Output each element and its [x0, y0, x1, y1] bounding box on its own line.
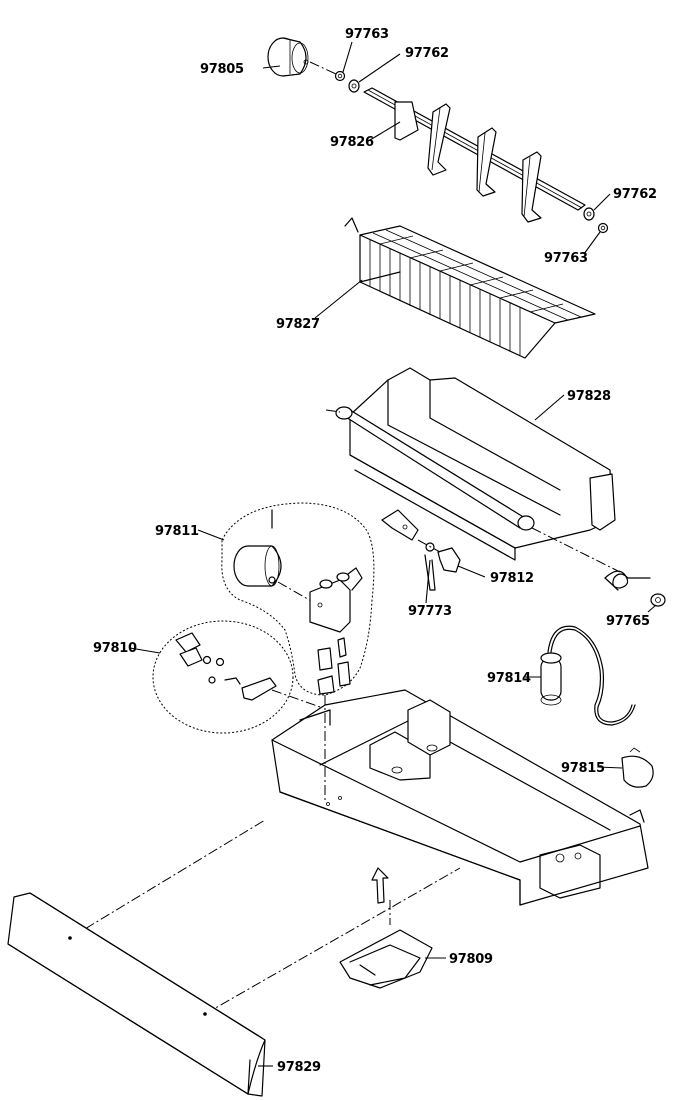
leader-97765 — [647, 604, 657, 613]
part-97811-auger-motor-group — [221, 502, 375, 696]
arrow-up-icon — [371, 867, 389, 904]
label-97762-right: 97762 — [613, 187, 657, 202]
part-97829-panel — [7, 892, 266, 1097]
assembly-line-1 — [69, 819, 266, 939]
leader-97826 — [369, 121, 401, 141]
part-97765-spring — [604, 570, 666, 607]
label-97815: 97815 — [561, 761, 605, 776]
part-97809-tray — [339, 929, 433, 989]
leader-97828 — [534, 394, 565, 421]
label-97829: 97829 — [277, 1060, 321, 1075]
leader-97815 — [597, 766, 623, 769]
part-97827-wire-rack — [344, 217, 596, 359]
label-97827: 97827 — [276, 317, 320, 332]
label-97805: 97805 — [200, 62, 244, 77]
leader-97810 — [129, 647, 161, 654]
label-97826: 97826 — [330, 135, 374, 150]
label-97763-right: 97763 — [544, 251, 588, 266]
leader-97762-top — [358, 53, 401, 83]
leader-97763-right — [583, 231, 601, 255]
label-97812: 97812 — [490, 571, 534, 586]
assembly-line-2 — [204, 867, 461, 1015]
leader-97773 — [425, 559, 431, 604]
part-97762-97763-right — [583, 207, 609, 234]
label-97814: 97814 — [487, 671, 531, 686]
leader-97762-right — [593, 193, 611, 211]
label-97809: 97809 — [449, 952, 493, 967]
part-97828-ice-bucket — [325, 367, 621, 573]
label-97810: 97810 — [93, 641, 137, 656]
label-97828: 97828 — [567, 389, 611, 404]
leader-97812 — [457, 565, 486, 578]
part-97773-97812-bracket — [381, 509, 461, 591]
part-97815-knob — [621, 747, 654, 788]
part-97763-97762-top — [334, 70, 360, 93]
leader-97805 — [262, 65, 281, 69]
leader-97827 — [314, 279, 363, 319]
label-97765: 97765 — [606, 614, 650, 629]
part-97810-switch-group — [152, 620, 341, 734]
label-97763-top: 97763 — [345, 27, 389, 42]
label-97762-top: 97762 — [405, 46, 449, 61]
leader-97763-top — [342, 41, 353, 73]
part-97805-motor — [267, 37, 337, 77]
label-97811: 97811 — [155, 524, 199, 539]
leader-97811 — [197, 529, 225, 541]
label-97773: 97773 — [408, 604, 452, 619]
part-97814-capacitor — [540, 625, 636, 726]
part-97826-shaft — [363, 87, 586, 223]
part-housing-base — [271, 689, 649, 906]
